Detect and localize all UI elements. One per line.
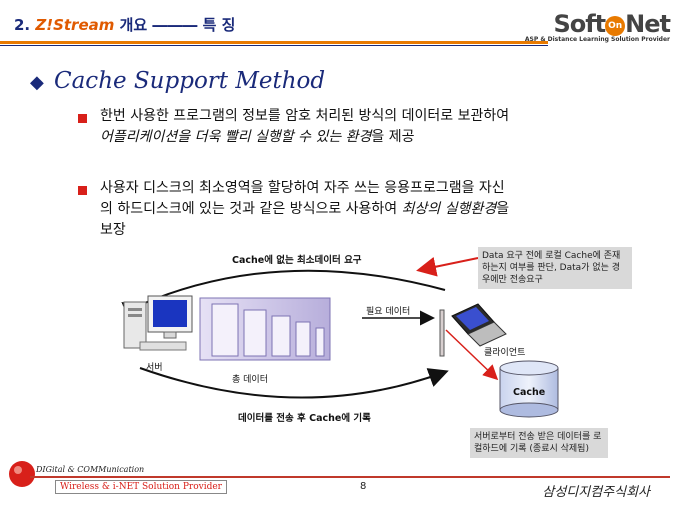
company-name: 삼성디지컴주식회사 xyxy=(542,485,650,500)
footer-logo-ball-icon xyxy=(9,461,35,487)
request-label: Cache에 없는 최소데이터 요구 xyxy=(232,255,362,266)
header-prefix: 2. xyxy=(14,16,36,34)
client-boundary xyxy=(439,309,445,357)
transfer-label: 데이터를 전송 후 Cache에 기록 xyxy=(238,413,371,424)
bullet-2-line2: 의 하드디스크에 있는 것과 같은 방식으로 사용하여 최상의 실행환경을 xyxy=(100,199,640,220)
note-pointer-cache xyxy=(445,329,499,381)
slide-title: Cache Support Method xyxy=(54,68,326,94)
transfer-arrow xyxy=(139,367,449,399)
logo-net: Net xyxy=(625,10,671,38)
page-number: 8 xyxy=(360,481,367,492)
cache-label: Cache xyxy=(513,387,546,398)
footer-solution-provider: Wireless & i-NET Solution Provider xyxy=(55,480,227,494)
server-computer-icon xyxy=(123,295,193,351)
note-bottom: 서버로부터 전송 받은 데이터를 로컬하드에 기록 (종료시 삭제됨) xyxy=(470,428,608,458)
request-arrow xyxy=(121,269,446,321)
diamond-bullet-icon: ◆ xyxy=(30,72,44,93)
bullet-1-line1: 한번 사용한 프로그램의 정보를 암호 처리된 방식의 데이터로 보관하여 xyxy=(100,108,510,124)
cache-database-icon xyxy=(499,360,559,418)
note-pointer-top xyxy=(416,256,479,277)
square-bullet-icon xyxy=(78,114,87,123)
footer-rule xyxy=(30,476,670,478)
bullet-2-line2a: 의 하드디스크에 있는 것과 같은 방식으로 사용하여 xyxy=(100,201,402,217)
bullet-2-line1: 사용자 디스크의 최소영역을 할당하여 자주 쓰는 응용프로그램을 자신 xyxy=(100,180,505,196)
bullet-1-tail: 을 제공 xyxy=(371,129,415,145)
logo-on-badge: On xyxy=(605,16,626,36)
logo-tagline: ASP & Distance Learning Solution Provide… xyxy=(524,36,670,43)
section-header: 2. Z!Stream 개요 ――― 특 징 xyxy=(14,14,235,35)
bullet-1-emphasis: 어플리케이션을 더욱 빨리 실행할 수 있는 환경 xyxy=(100,129,372,145)
server-label: 서버 xyxy=(146,363,163,373)
footer-digital-text: DIGital & COMMunication xyxy=(36,465,145,474)
client-label: 클라이언트 xyxy=(484,348,526,358)
bullet-2-emphasis: 최상의 실행환경 xyxy=(401,201,497,217)
bullet-2-line2b: 을 xyxy=(496,201,510,217)
logo-soft: Soft xyxy=(553,10,606,38)
total-data-label: 총 데이터 xyxy=(232,375,268,385)
header-rule-thin xyxy=(0,45,548,46)
square-bullet-icon xyxy=(78,186,87,195)
bullet-1-line2: 어플리케이션을 더욱 빨리 실행할 수 있는 환경을 제공 xyxy=(100,127,640,148)
note-top: Data 요구 전에 로컬 Cache에 존재하는지 여부를 판단, Data가… xyxy=(478,247,632,289)
laptop-icon xyxy=(451,303,507,347)
header-rest: 개요 ――― 특 징 xyxy=(114,16,236,34)
needed-data-label: 필요 데이터 xyxy=(366,307,411,317)
header-rule xyxy=(0,41,548,44)
total-data-stack-icon xyxy=(199,297,331,361)
bullet-2-line3: 보장 xyxy=(100,222,126,238)
bullet-text-2: 사용자 디스크의 최소영역을 할당하여 자주 쓰는 응용프로그램을 자신 의 하… xyxy=(100,178,640,241)
bullet-text-1: 한번 사용한 프로그램의 정보를 암호 처리된 방식의 데이터로 보관하여 어플… xyxy=(100,106,640,148)
header-brand: Z!Stream xyxy=(35,16,115,34)
